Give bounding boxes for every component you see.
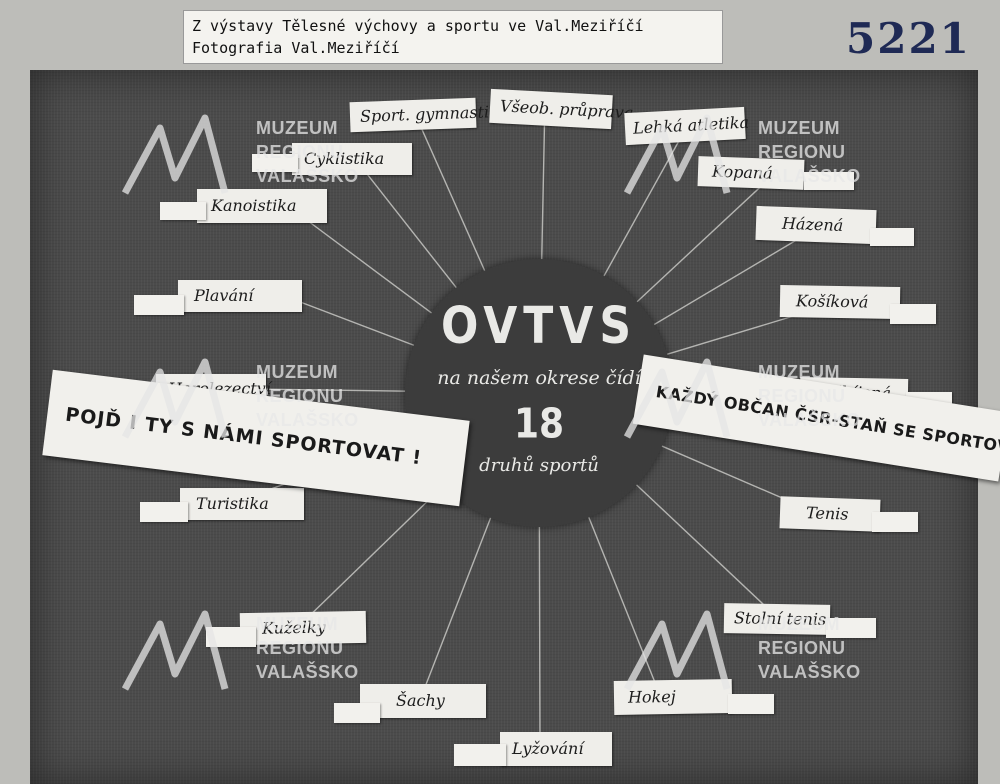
sport-label: Kanoistika: [211, 196, 297, 215]
caption-line-2: Fotografia Val.Meziříčí: [192, 39, 400, 57]
tag-hokej: [728, 694, 774, 714]
museum-logo-icon: [121, 610, 229, 691]
sport-label: Cyklistika: [304, 149, 385, 168]
sport-card-plavani: Plavání: [178, 280, 302, 312]
tag-stolni-tenis: [826, 618, 876, 638]
sport-card-hazena: Házená: [755, 205, 877, 245]
sport-card-sachy: Šachy: [360, 684, 486, 718]
sport-card-vseob-pruprava: Všeob. průpravа: [489, 88, 634, 130]
sport-card-turistika: Turistika: [180, 488, 304, 520]
sport-card-kosikova: Košíková: [779, 284, 901, 320]
sport-label: Turistika: [196, 494, 269, 513]
tag-kuzelky: [206, 627, 256, 647]
tag-kopana: [804, 172, 854, 190]
museum-logo-icon: [623, 358, 731, 439]
sport-label: Tenis: [805, 503, 849, 524]
disc-subtitle-1: na našem okrese čídí: [437, 367, 641, 389]
museum-logo-icon: [121, 114, 229, 195]
tag-hazena: [870, 228, 914, 246]
museum-logo-icon: [623, 114, 731, 195]
caption-line-1: Z výstavy Tělesné výchovy a sportu ve Va…: [192, 17, 644, 35]
museum-logo-icon: [623, 610, 731, 691]
sport-label: Šachy: [396, 691, 445, 710]
tag-tenis: [872, 512, 918, 532]
tag-kanoistika: [160, 202, 206, 220]
tag-plavani: [134, 295, 184, 315]
museum-logo-icon: [121, 358, 229, 439]
catalog-number: 5221: [846, 14, 971, 63]
disc-number: 18: [513, 400, 565, 449]
tag-sachy: [334, 703, 380, 723]
tag-lyzovani: [454, 744, 506, 766]
sport-label: Lyžování: [512, 739, 584, 758]
disc-title: OVTVS: [440, 297, 638, 356]
sport-card-tenis: Tenis: [779, 496, 881, 532]
tag-cyklistika: [252, 154, 298, 172]
tag-turistika: [140, 502, 188, 522]
sport-label: Házená: [781, 213, 844, 235]
sport-label: Košíková: [795, 291, 869, 312]
sport-card-lyzovani: Lyžování: [500, 732, 612, 766]
sport-label: Plavání: [194, 286, 254, 305]
tag-kosikova: [890, 304, 936, 324]
sport-card-cyklistika: Cyklistika: [292, 143, 412, 175]
caption-label: Z výstavy Tělesné výchovy a sportu ve Va…: [183, 10, 723, 64]
disc-subtitle-2: druhů sportů: [479, 455, 599, 476]
sport-card-kanoistika: Kanoistika: [197, 189, 327, 223]
center-disc: OVTVS na našem okrese čídí 18 druhů spor…: [405, 259, 673, 527]
